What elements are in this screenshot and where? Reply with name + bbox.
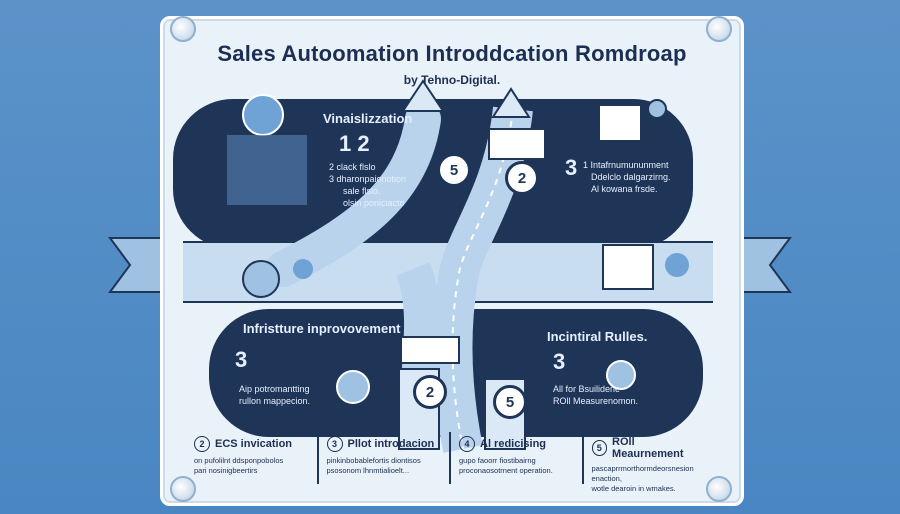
bottom-right-lines: All for Bsuilidene ROll Measurenomon.: [553, 383, 638, 407]
tree-icon-left: [293, 259, 313, 279]
top-left-number-glyphs: 1 2: [339, 131, 370, 156]
roadmap-step-3: 2: [413, 375, 447, 409]
arrow-up-left: [401, 79, 445, 112]
footer-step-title: ROll Meaurnement: [612, 436, 684, 460]
roadmap-step-2: 2: [505, 161, 539, 195]
pin-top-right: [706, 16, 732, 42]
bottom-right-heading: Incintiral Rulles.: [547, 329, 648, 344]
top-right-line-3: Al kowana frsde.: [591, 184, 658, 195]
footer-steps: 2 ECS invication on pufolilnt ddsponpobo…: [186, 432, 715, 493]
top-right-number: 3: [565, 155, 578, 180]
top-left-lines: 2 clack flslo 3 dharonpaionotion sale fl…: [329, 161, 406, 210]
bottom-left-lines: Aip potromantting rullon mappecion.: [239, 383, 310, 407]
page-title: Sales Autoomation Introddcation Romdroap: [217, 41, 687, 66]
pin-bottom-right: [706, 476, 732, 502]
footer-step-4: 5 ROll Meaurnement pascaprrmorthormdeors…: [584, 432, 715, 493]
bottom-right-line-1: All for Bsuilidene: [553, 384, 621, 394]
top-right-lines: 1 Intafrnumununment Ddelclo dalgarzirng.…: [583, 159, 671, 195]
robot-icon: [242, 260, 280, 298]
footer-step-1: 2 ECS invication on pufolilnt ddsponpobo…: [186, 432, 319, 484]
bottom-right-line-2: ROll Measurenomon.: [553, 396, 639, 407]
top-right-line-1: 1 Intafrnumununment: [583, 160, 669, 170]
top-left-heading: Vinaislizzation: [323, 111, 413, 126]
footer-step-desc-1: gupo faoorr fiostibairng: [459, 456, 536, 465]
roadmap-step-4: 5: [493, 385, 527, 419]
title-block: Sales Autoomation Introddcation Romdroap…: [163, 41, 741, 87]
byline: by Tehno-Digital.: [403, 73, 501, 87]
bottom-left-line-2: rullon mappecion.: [239, 396, 311, 407]
pin-bottom-left: [170, 476, 196, 502]
footer-step-number: 5: [591, 440, 608, 456]
footer-step-number: 3: [326, 436, 343, 452]
gear-icon: [647, 99, 667, 119]
bottom-left-number: 3: [235, 347, 248, 372]
road-center-line: [451, 108, 514, 450]
dashboard-icon: [598, 104, 642, 142]
footer-step-title: Al redicising: [480, 438, 547, 450]
footer-step-desc-1: on pufolilnt ddsponpobolos: [194, 456, 284, 465]
tools-gear-icon: [606, 360, 636, 390]
top-right-line-2: Ddelclo dalgarzirng.: [591, 172, 671, 183]
top-left-line-2: 3 dharonpaionotion: [329, 174, 407, 185]
kiosk-icon: [602, 244, 654, 290]
bottom-left-heading: Infristture inprovovement: [243, 321, 401, 336]
footer-step-title: ECS invication: [215, 438, 293, 450]
footer-step-title: Pllot introdacion: [347, 438, 435, 450]
footer-step-desc-2: psosonom lhnmtialioelt...: [326, 465, 410, 475]
network-icon: [336, 370, 370, 404]
top-left-line-3: sale flslo.: [343, 186, 381, 197]
footer-step-number: 4: [459, 436, 475, 452]
arrow-up-right: [491, 87, 531, 118]
roadmap-roads: [227, 79, 689, 453]
footer-step-number: 2: [194, 436, 210, 452]
bottom-left-line-1: Aip potromantting: [239, 384, 310, 394]
top-left-line-1: 2 clack flslo: [329, 162, 376, 172]
footer-step-desc-2: pari nosinigbeertirs: [194, 465, 258, 475]
footer-step-desc-1: pinkinbobablefortis diontisos: [326, 456, 421, 465]
tree-icon-right: [665, 253, 689, 277]
footer-step-3: 4 Al redicising gupo faoorr fiostibairng…: [451, 432, 584, 484]
line-chart-card-icon: [400, 336, 460, 364]
footer-step-2: 3 Pllot introdacion pinkinbobablefortis …: [319, 432, 451, 484]
presenter-icon: [242, 94, 284, 136]
chart-screen-icon: [488, 128, 546, 160]
roadmap-board: Sales Autoomation Introddcation Romdroap…: [160, 16, 744, 506]
roadmap-step-1: 5: [437, 153, 471, 187]
footer-step-desc-2: wotle dearoin in wmakes.: [591, 483, 676, 493]
road-left-curve: [265, 101, 441, 287]
footer-step-desc-2: proconaosotrnent operation.: [459, 465, 553, 475]
bottom-right-number: 3: [553, 349, 566, 374]
top-left-line-4: olsin poniciacto: [343, 198, 405, 209]
city-skyline-icon: [227, 135, 307, 205]
pin-top-left: [170, 16, 196, 42]
footer-step-desc-1: pascaprrmorthormdeorsnesion enaction,: [591, 464, 694, 483]
